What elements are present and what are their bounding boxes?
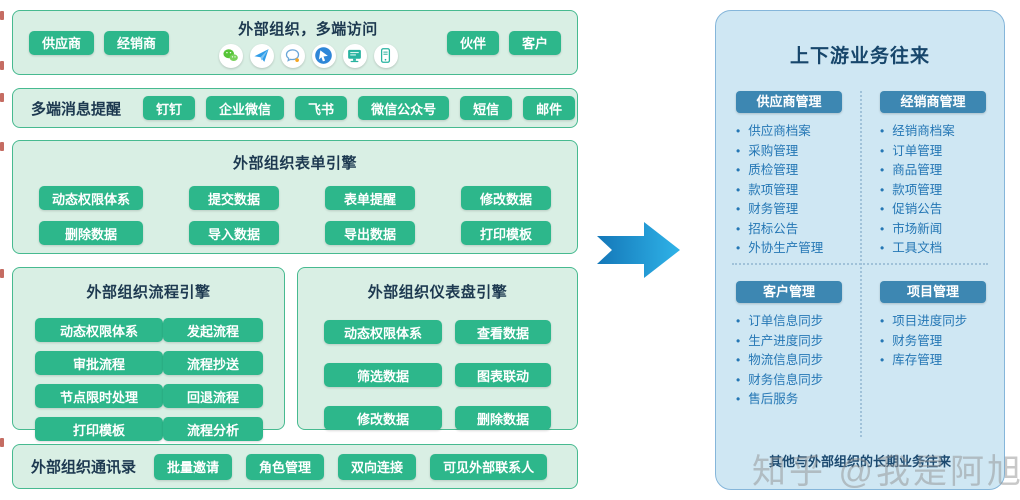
list-item: •订单管理 <box>880 143 943 158</box>
edit-data-button[interactable]: 修改数据 <box>324 406 442 430</box>
supplier-management-header[interactable]: 供应商管理 <box>736 91 842 113</box>
panel-message-notify: 多端消息提醒 钉钉 企业微信 飞书 微信公众号 短信 邮件 <box>12 88 578 128</box>
dashboard-panel-title: 外部组织仪表盘引擎 <box>367 284 508 301</box>
print-template-button[interactable]: 打印模板 <box>461 221 551 245</box>
red-edge-mark <box>0 438 4 447</box>
panel-external-access: 供应商 经销商 外部组织，多端访问 <box>12 10 578 75</box>
rollback-flow-button[interactable]: 回退流程 <box>163 384 263 408</box>
wechat-icon <box>218 43 243 68</box>
red-edge-mark <box>0 61 4 70</box>
wechat-official-button[interactable]: 微信公众号 <box>358 96 450 120</box>
list-item: •物流信息同步 <box>736 353 824 367</box>
list-item: •经销商档案 <box>880 124 955 138</box>
red-edge-mark <box>0 11 4 20</box>
form-panel-title: 外部组织表单引擎 <box>232 155 357 172</box>
panel-contacts: 外部组织通讯录 批量邀请 角色管理 双向连接 可见外部联系人 <box>12 444 578 489</box>
flow-analysis-button[interactable]: 流程分析 <box>163 417 263 441</box>
customer-management-header[interactable]: 客户管理 <box>736 281 842 303</box>
section-supplier-management: 供应商管理 •供应商档案 •采购管理 •质检管理 •款项管理 •财务管理 •招标… <box>722 91 856 259</box>
contacts-panel-label: 外部组织通讯录 <box>31 459 137 476</box>
approve-flow-button[interactable]: 审批流程 <box>35 351 163 375</box>
list-item: •工具文档 <box>880 241 943 255</box>
list-item: •款项管理 <box>736 182 799 197</box>
distributor-button[interactable]: 经销商 <box>104 30 170 55</box>
flow-panel-title: 外部组织流程引擎 <box>86 284 211 301</box>
horizontal-dotted-divider <box>732 263 988 265</box>
list-item: •采购管理 <box>736 143 799 158</box>
pointer-icon <box>311 43 336 68</box>
business-panel-title: 上下游业务往来 <box>789 46 930 67</box>
delete-data-button[interactable]: 删除数据 <box>455 406 551 430</box>
project-management-header[interactable]: 项目管理 <box>880 281 986 303</box>
notify-panel-label: 多端消息提醒 <box>31 100 122 118</box>
dynamic-permission-button[interactable]: 动态权限体系 <box>35 318 163 342</box>
wecom-button[interactable]: 企业微信 <box>206 96 285 120</box>
paper-plane-icon <box>249 43 274 68</box>
filter-data-button[interactable]: 筛选数据 <box>324 363 442 387</box>
red-edge-mark <box>0 142 4 151</box>
zhihu-watermark: 知乎 @我是阿旭 <box>752 453 1020 491</box>
red-edge-mark <box>0 269 4 278</box>
red-edge-mark <box>0 93 4 102</box>
supplier-button[interactable]: 供应商 <box>29 30 95 55</box>
list-item: •财务管理 <box>880 333 943 348</box>
visible-contacts-button[interactable]: 可见外部联系人 <box>430 453 548 480</box>
list-item: •招标公告 <box>736 221 799 236</box>
edit-data-button[interactable]: 修改数据 <box>461 186 551 210</box>
panel-dashboard-engine: 外部组织仪表盘引擎 动态权限体系 查看数据 筛选数据 图表联动 修改数据 删除数… <box>297 267 578 430</box>
list-item: •订单信息同步 <box>736 314 824 328</box>
flow-cc-button[interactable]: 流程抄送 <box>163 351 263 375</box>
export-data-button[interactable]: 导出数据 <box>325 221 415 245</box>
partner-button[interactable]: 伙伴 <box>446 30 499 55</box>
list-item: •促销公告 <box>880 202 943 216</box>
panel-business-exchange: 上下游业务往来 供应商管理 •供应商档案 •采购管理 •质检管理 •款项管理 •… <box>715 10 1005 490</box>
start-flow-button[interactable]: 发起流程 <box>163 318 263 342</box>
section-project-management: 项目管理 •项目进度同步 •财务管理 •库存管理 <box>866 281 1000 371</box>
node-timeout-button[interactable]: 节点限时处理 <box>35 384 163 408</box>
sms-button[interactable]: 短信 <box>460 96 513 120</box>
monitor-icon <box>342 43 367 68</box>
dynamic-permission-button[interactable]: 动态权限体系 <box>39 186 143 210</box>
section-customer-management: 客户管理 •订单信息同步 •生产进度同步 •物流信息同步 •财务信息同步 •售后… <box>722 281 856 410</box>
view-data-button[interactable]: 查看数据 <box>455 320 551 344</box>
submit-data-button[interactable]: 提交数据 <box>189 186 279 210</box>
form-remind-button[interactable]: 表单提醒 <box>325 186 415 210</box>
list-item: •售后服务 <box>736 392 799 406</box>
feishu-button[interactable]: 飞书 <box>295 96 348 120</box>
channel-icon-row <box>218 43 398 68</box>
list-item: •供应商档案 <box>736 124 811 138</box>
import-data-button[interactable]: 导入数据 <box>189 221 279 245</box>
print-template-button[interactable]: 打印模板 <box>35 417 163 441</box>
role-manage-button[interactable]: 角色管理 <box>246 453 325 480</box>
distributor-management-header[interactable]: 经销商管理 <box>880 91 986 113</box>
list-item: •质检管理 <box>736 163 799 177</box>
chat-bubble-icon <box>280 43 305 68</box>
list-item: •生产进度同步 <box>736 333 824 348</box>
delete-data-button[interactable]: 删除数据 <box>39 221 143 245</box>
list-item: •库存管理 <box>880 353 943 367</box>
section-distributor-management: 经销商管理 •经销商档案 •订单管理 •商品管理 •款项管理 •促销公告 •市场… <box>866 91 1000 259</box>
list-item: •财务信息同步 <box>736 372 824 387</box>
flow-arrow-icon <box>597 221 681 279</box>
list-item: •外协生产管理 <box>736 241 824 255</box>
list-item: •财务管理 <box>736 202 799 216</box>
list-item: •款项管理 <box>880 182 943 197</box>
panel-flow-engine: 外部组织流程引擎 动态权限体系 发起流程 审批流程 流程抄送 节点限时处理 回退… <box>12 267 285 441</box>
panel-form-engine: 外部组织表单引擎 动态权限体系 提交数据 表单提醒 修改数据 删除数据 导入数据… <box>12 140 578 254</box>
access-panel-title: 外部组织，多端访问 <box>238 20 378 38</box>
bulk-invite-button[interactable]: 批量邀请 <box>154 453 233 480</box>
email-button[interactable]: 邮件 <box>523 96 576 120</box>
dingtalk-button[interactable]: 钉钉 <box>143 96 196 120</box>
business-panel-footer: 其他与外部组织的长期业务往来 <box>768 454 951 469</box>
two-way-connect-button[interactable]: 双向连接 <box>338 453 417 480</box>
dynamic-permission-button[interactable]: 动态权限体系 <box>324 320 442 344</box>
list-item: •项目进度同步 <box>880 314 968 328</box>
list-item: •商品管理 <box>880 163 943 177</box>
phone-icon <box>373 43 398 68</box>
chart-link-button[interactable]: 图表联动 <box>455 363 551 387</box>
list-item: •市场新闻 <box>880 221 943 236</box>
customer-button[interactable]: 客户 <box>508 30 561 55</box>
